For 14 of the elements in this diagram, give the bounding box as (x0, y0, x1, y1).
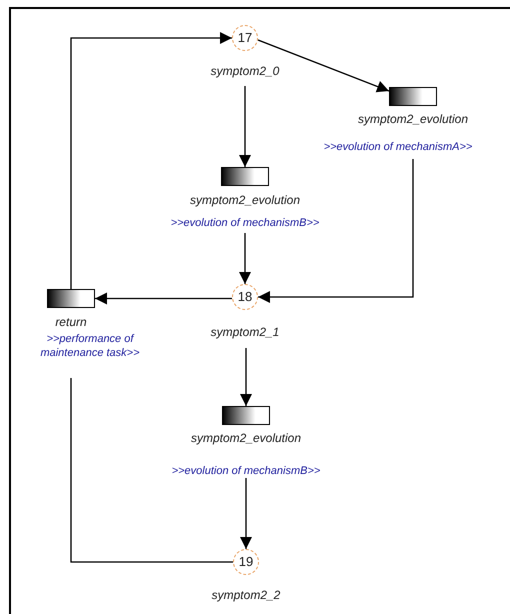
name-label: symptom2_evolution (190, 431, 302, 445)
arrow (95, 292, 232, 304)
name-label: symptom2_evolution (190, 193, 300, 207)
transition-bar (221, 167, 269, 186)
name-label: symptom2_2 (212, 588, 280, 602)
transition-bar (47, 289, 95, 308)
name-label: symptom2_evolution (358, 112, 468, 126)
name-label: symptom2_0 (210, 64, 280, 78)
name-label: symptom2_1 (210, 325, 280, 339)
arrow (70, 32, 232, 289)
arrow (258, 39, 390, 92)
name-label: return (55, 315, 87, 329)
transition-bar (222, 406, 270, 425)
transition-bar (389, 87, 437, 106)
